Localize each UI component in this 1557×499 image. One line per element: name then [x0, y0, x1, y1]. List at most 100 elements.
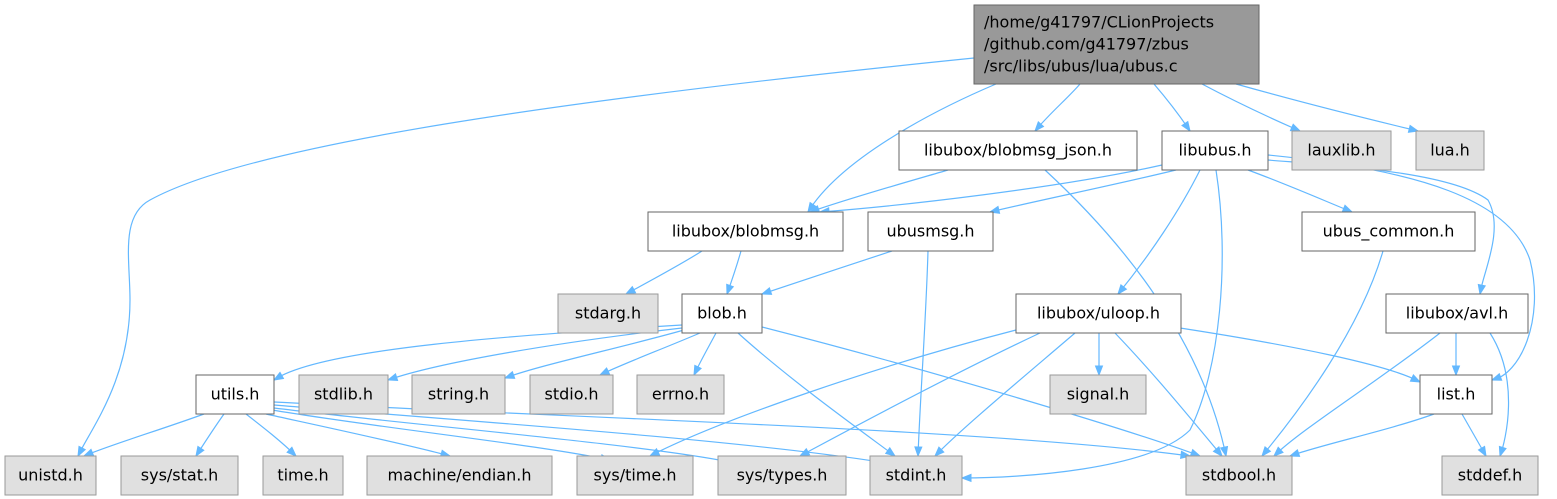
edge-arrowhead — [195, 445, 205, 458]
node-box — [636, 374, 725, 415]
node-utils[interactable]: utils.h — [195, 374, 275, 415]
node-uloop[interactable]: libubox/uloop.h — [1015, 293, 1182, 334]
edge-arrowhead — [726, 283, 735, 296]
edge-blob-to-string — [503, 329, 685, 379]
node-box — [576, 455, 694, 496]
node-lua: lua.h — [1415, 130, 1485, 171]
edge-line — [809, 169, 949, 213]
node-label: ubusmsg.h — [886, 222, 974, 241]
node-blobmsg-json[interactable]: libubox/blobmsg_json.h — [898, 130, 1138, 171]
edge-line — [1201, 83, 1301, 132]
node-box — [529, 374, 614, 415]
edge-arrowhead — [693, 364, 702, 377]
edge-utils-to-sys_stat — [195, 413, 225, 458]
edge-ubusmsg-to-blob — [760, 250, 893, 295]
edge-line — [273, 407, 731, 463]
node-ubus-common[interactable]: ubus_common.h — [1301, 211, 1476, 252]
edge-arrowhead — [1219, 445, 1229, 458]
node-root[interactable]: /home/g41797/CLionProjects/github.com/g4… — [973, 4, 1260, 85]
node-box — [1419, 374, 1493, 415]
node-box — [120, 455, 239, 496]
node-label: time.h — [277, 466, 328, 485]
node-label: signal.h — [1067, 385, 1130, 404]
edge-line — [917, 250, 929, 457]
edge-arrowhead — [1451, 365, 1461, 377]
node-box — [4, 455, 97, 496]
edge-line — [1179, 327, 1421, 383]
node-box — [973, 4, 1260, 85]
edge-line — [934, 332, 1076, 457]
edge-utils-to-time — [245, 413, 297, 457]
edge-line — [265, 413, 451, 457]
node-label: libubox/blobmsg.h — [672, 222, 819, 241]
node-box — [647, 211, 844, 252]
edge-arrowhead — [1034, 121, 1045, 133]
node-label: ubus_common.h — [1323, 222, 1455, 242]
node-lauxlib: lauxlib.h — [1291, 130, 1392, 171]
node-label: libubox/blobmsg_json.h — [924, 141, 1112, 161]
node-label: sys/stat.h — [141, 466, 218, 485]
node-libubus[interactable]: libubus.h — [1161, 130, 1269, 171]
edge-arrowhead — [286, 446, 297, 457]
edge-line — [1489, 332, 1510, 457]
node-signal: signal.h — [1049, 374, 1147, 415]
edge-arrowhead — [960, 473, 972, 483]
edge-line — [271, 409, 611, 461]
edge-arrowhead — [1094, 365, 1104, 377]
edge-arrowhead — [1477, 283, 1487, 296]
edge-blobmsg-to-blob — [726, 250, 742, 296]
node-unistd: unistd.h — [4, 455, 97, 496]
node-blobmsg[interactable]: libubox/blobmsg.h — [647, 211, 844, 252]
edge-arrowhead — [1212, 446, 1223, 458]
edge-line — [1247, 169, 1353, 213]
edge-arrowhead — [503, 370, 516, 379]
node-avl[interactable]: libubox/avl.h — [1385, 293, 1529, 334]
edge-line — [799, 332, 1041, 457]
node-box — [867, 211, 994, 252]
node-blob[interactable]: blob.h — [681, 293, 763, 334]
edge-line — [737, 332, 896, 457]
node-label: unistd.h — [18, 466, 83, 485]
node-box — [557, 293, 659, 334]
node-box — [1015, 293, 1182, 334]
node-label: utils.h — [211, 385, 260, 404]
edge-arrowhead — [386, 373, 399, 382]
node-box — [1415, 130, 1485, 171]
edge-line — [1261, 250, 1384, 457]
node-box — [869, 455, 963, 496]
edge-libubus-to-ubus_common — [1247, 169, 1354, 213]
edge-blob-to-errno — [693, 332, 717, 377]
edge-arrowhead — [624, 285, 637, 295]
edge-blobmsg-to-stdarg — [624, 250, 703, 295]
edge-arrowhead — [914, 446, 923, 458]
edge-root-to-blobmsg — [807, 83, 997, 214]
edge-list-to-stddef — [1461, 413, 1487, 458]
edge-arrowhead — [82, 448, 95, 457]
node-box — [298, 374, 389, 415]
node-label: stdio.h — [545, 385, 599, 404]
edge-line — [77, 57, 975, 457]
edge-arrowhead — [1409, 374, 1422, 383]
node-box — [1161, 130, 1269, 171]
edge-line — [819, 164, 1163, 213]
node-label: /src/libs/ubus/lua/ubus.c — [984, 57, 1178, 76]
edge-line — [761, 250, 893, 295]
node-label: lua.h — [1430, 141, 1470, 160]
node-box — [195, 374, 275, 415]
edge-uloop-to-sys_types — [798, 332, 1041, 457]
node-label: /github.com/g41797/zbus — [984, 35, 1189, 54]
node-sys-types: sys/types.h — [717, 455, 847, 496]
node-list[interactable]: list.h — [1419, 374, 1493, 415]
edge-line — [245, 413, 297, 457]
edge-arrowhead — [807, 201, 817, 214]
edge-line — [1289, 413, 1435, 457]
node-stdint: stdint.h — [869, 455, 963, 496]
edge-avl-to-stdbool — [1272, 332, 1441, 457]
node-label: stdbool.h — [1202, 466, 1276, 485]
node-label: blob.h — [697, 304, 747, 323]
edge-ubus_common-to-stdbool — [1261, 250, 1384, 458]
node-label: sys/types.h — [737, 466, 828, 485]
edge-arrowhead — [1288, 448, 1301, 457]
edge-line — [1034, 83, 1081, 132]
node-ubusmsg[interactable]: ubusmsg.h — [867, 211, 994, 252]
